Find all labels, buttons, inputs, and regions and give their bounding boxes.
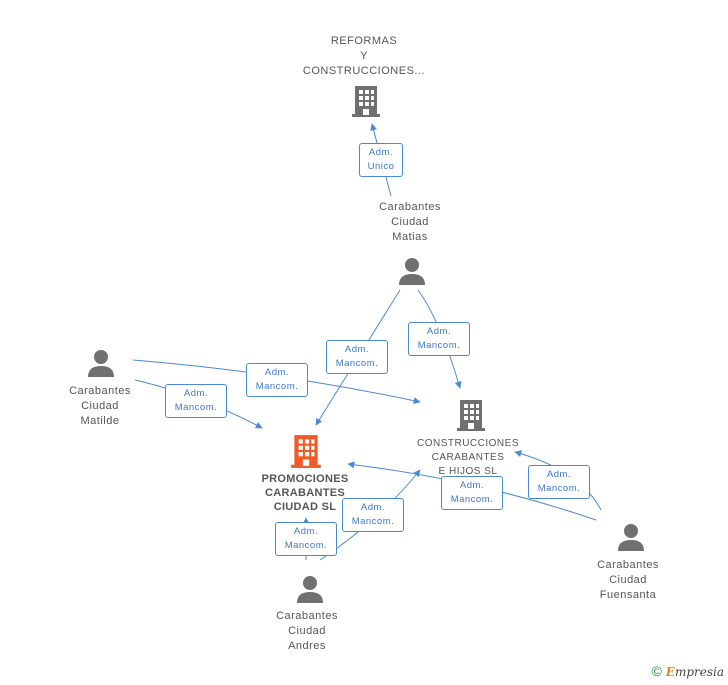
node-label-reformas[interactable]: REFORMAS Y CONSTRUCCIONES...: [302, 35, 426, 77]
person-icon[interactable]: [87, 348, 115, 378]
building-icon[interactable]: [350, 84, 382, 118]
role-box-adm-mancom[interactable]: Adm. Mancom.: [528, 465, 590, 499]
building-icon-highlighted[interactable]: [289, 433, 323, 469]
node-label-promociones[interactable]: PROMOCIONES CARABANTES CIUDAD SL: [261, 473, 349, 513]
copyright-icon: ©: [651, 663, 662, 679]
empresia-watermark: ©Empresia: [651, 663, 724, 679]
role-box-adm-unico[interactable]: Adm. Unico: [359, 143, 403, 177]
role-box-adm-mancom[interactable]: Adm. Mancom.: [441, 476, 503, 510]
node-label-matilde[interactable]: Carabantes Ciudad Matilde: [69, 385, 131, 427]
node-label-andres[interactable]: Carabantes Ciudad Andres: [276, 610, 338, 652]
brand-logo: Empresia: [665, 665, 724, 679]
person-icon[interactable]: [296, 574, 324, 604]
role-box-adm-mancom[interactable]: Adm. Mancom.: [275, 522, 337, 556]
role-box-adm-mancom[interactable]: Adm. Mancom.: [246, 363, 308, 397]
role-box-adm-mancom[interactable]: Adm. Mancom.: [408, 322, 470, 356]
role-box-adm-mancom[interactable]: Adm. Mancom.: [165, 384, 227, 418]
node-label-fuensanta[interactable]: Carabantes Ciudad Fuensanta: [597, 559, 659, 601]
node-label-matias[interactable]: Carabantes Ciudad Matias: [379, 201, 441, 243]
role-box-adm-mancom[interactable]: Adm. Mancom.: [326, 340, 388, 374]
person-icon[interactable]: [398, 256, 426, 286]
person-icon[interactable]: [617, 522, 645, 552]
building-icon[interactable]: [455, 398, 487, 432]
role-box-adm-mancom[interactable]: Adm. Mancom.: [342, 498, 404, 532]
node-label-construcciones[interactable]: CONSTRUCCIONES CARABANTES E HIJOS SL: [416, 438, 519, 477]
